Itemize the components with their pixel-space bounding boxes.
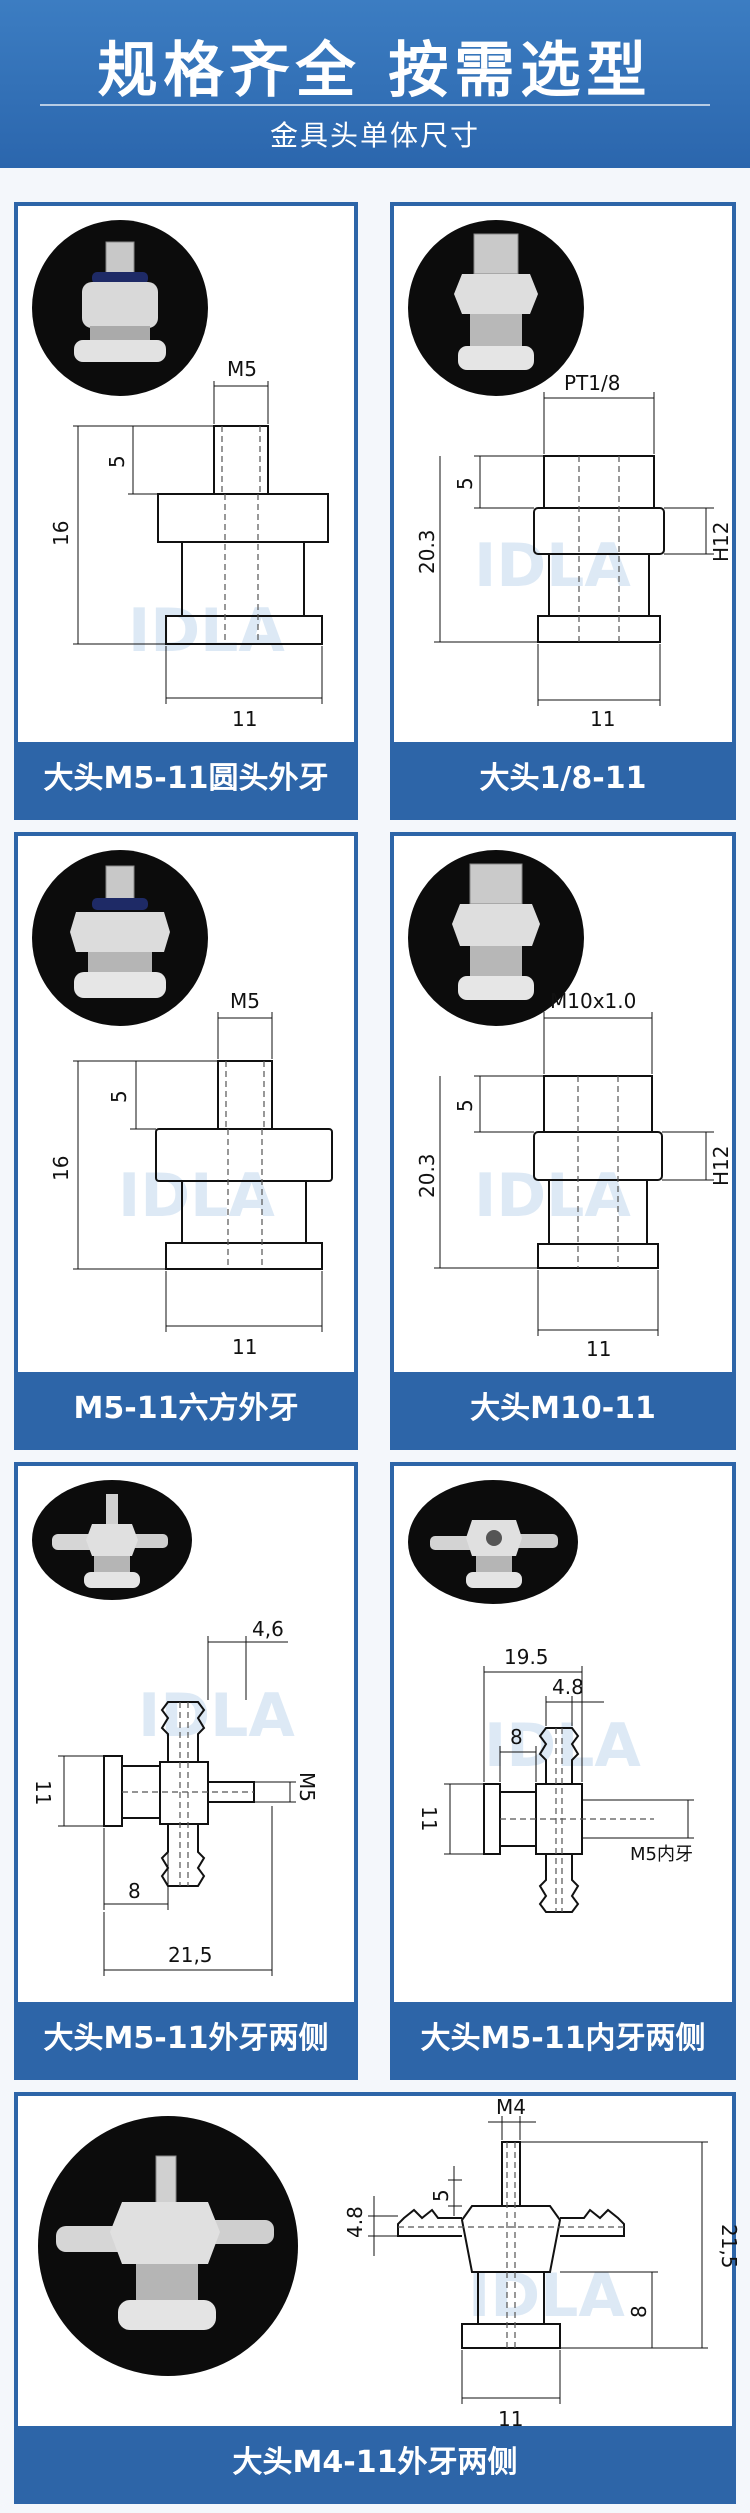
- technical-drawing: IDLA M5 5 16 1: [49, 989, 333, 1359]
- dim-a: 5: [453, 477, 477, 490]
- product-card-5: IDLA: [14, 1462, 358, 2080]
- watermark: IDLA: [118, 1161, 275, 1231]
- product-photo: [408, 220, 584, 396]
- dim-top: 4,6: [252, 1617, 284, 1641]
- dim-height: 20.3: [415, 529, 439, 574]
- card-caption: M5-11六方外牙: [18, 1372, 354, 1446]
- dim-width: 21,5: [168, 1943, 213, 1967]
- watermark: IDLA: [474, 1161, 631, 1231]
- product-card-7: IDLA: [14, 2092, 741, 2504]
- card-caption: 大头M5-11外牙两侧: [18, 2002, 354, 2076]
- product-card-4: IDLA M10x1.0 5 20.: [390, 832, 736, 1450]
- dim-left: 4.8: [343, 2206, 367, 2238]
- dim-thread: M5: [230, 989, 260, 1013]
- dim-a: 5: [429, 2189, 453, 2202]
- dim-thread: M5: [295, 1772, 319, 1802]
- dim-thread: M5: [227, 357, 257, 381]
- product-photo: [408, 850, 584, 1026]
- dim-height: 20.3: [415, 1153, 439, 1198]
- dim-width: 11: [586, 1337, 611, 1361]
- product-card-2: IDLA PT1/8 5 20.3: [390, 202, 736, 820]
- dim-thread: M4: [496, 2095, 526, 2119]
- page-header: 规格齐全 按需选型 金具头单体尺寸: [0, 0, 750, 168]
- technical-drawing: IDLA: [31, 1617, 319, 1976]
- dim-hex: H12: [709, 1146, 733, 1187]
- product-card-6: IDLA: [390, 1462, 736, 2080]
- card-caption: 大头M4-11外牙两侧: [18, 2426, 732, 2500]
- dim-a: 5: [107, 1090, 131, 1103]
- watermark: IDLA: [128, 596, 285, 666]
- technical-drawing: IDLA: [343, 2095, 741, 2431]
- card-caption: 大头M10-11: [394, 1372, 732, 1446]
- dim-width: 11: [232, 1335, 257, 1359]
- product-photo: [32, 220, 208, 396]
- dim-thread: M10x1.0: [550, 989, 636, 1013]
- technical-drawing: IDLA: [417, 1645, 694, 1913]
- dim-a: 8: [510, 1725, 523, 1749]
- product-photo: [408, 1480, 578, 1604]
- dim-width: 11: [590, 707, 615, 731]
- dim-height: 16: [49, 521, 73, 546]
- product-photo: [32, 1480, 192, 1600]
- dim-top2: 4.8: [552, 1675, 584, 1699]
- dim-top: 19.5: [504, 1645, 549, 1669]
- dim-side: 11: [31, 1780, 55, 1805]
- dim-thread: M5内牙: [630, 1844, 693, 1865]
- card-caption: 大头1/8-11: [394, 742, 732, 816]
- dim-side: 11: [417, 1806, 441, 1831]
- product-card-1: IDLA M5 5 16 1: [14, 202, 358, 820]
- product-photo: [38, 2116, 298, 2376]
- dim-b: 8: [627, 2305, 651, 2318]
- watermark: IDLA: [474, 531, 631, 601]
- page-title: 规格齐全 按需选型: [97, 36, 653, 106]
- technical-drawing: IDLA PT1/8 5 20.3: [415, 371, 733, 731]
- watermark: IDLA: [138, 1681, 295, 1751]
- card-caption: 大头M5-11内牙两侧: [394, 2002, 732, 2076]
- technical-drawing: IDLA M5 5 16 1: [49, 357, 329, 731]
- product-photo: [32, 850, 208, 1026]
- dim-a: 5: [453, 1099, 477, 1112]
- dim-a: 8: [128, 1879, 141, 1903]
- dim-height: 21,5: [717, 2224, 741, 2269]
- dim-width: 11: [232, 707, 257, 731]
- dim-hex: H12: [709, 522, 733, 563]
- page-subtitle: 金具头单体尺寸: [269, 119, 480, 152]
- dim-a: 5: [105, 455, 129, 468]
- watermark: IDLA: [484, 1711, 641, 1781]
- product-card-3: IDLA M5 5 16 1: [14, 832, 358, 1450]
- divider: [40, 104, 710, 106]
- technical-drawing: IDLA M10x1.0 5 20.: [415, 989, 733, 1361]
- dim-thread: PT1/8: [564, 371, 620, 395]
- dim-height: 16: [49, 1156, 73, 1181]
- card-caption: 大头M5-11圆头外牙: [18, 742, 354, 816]
